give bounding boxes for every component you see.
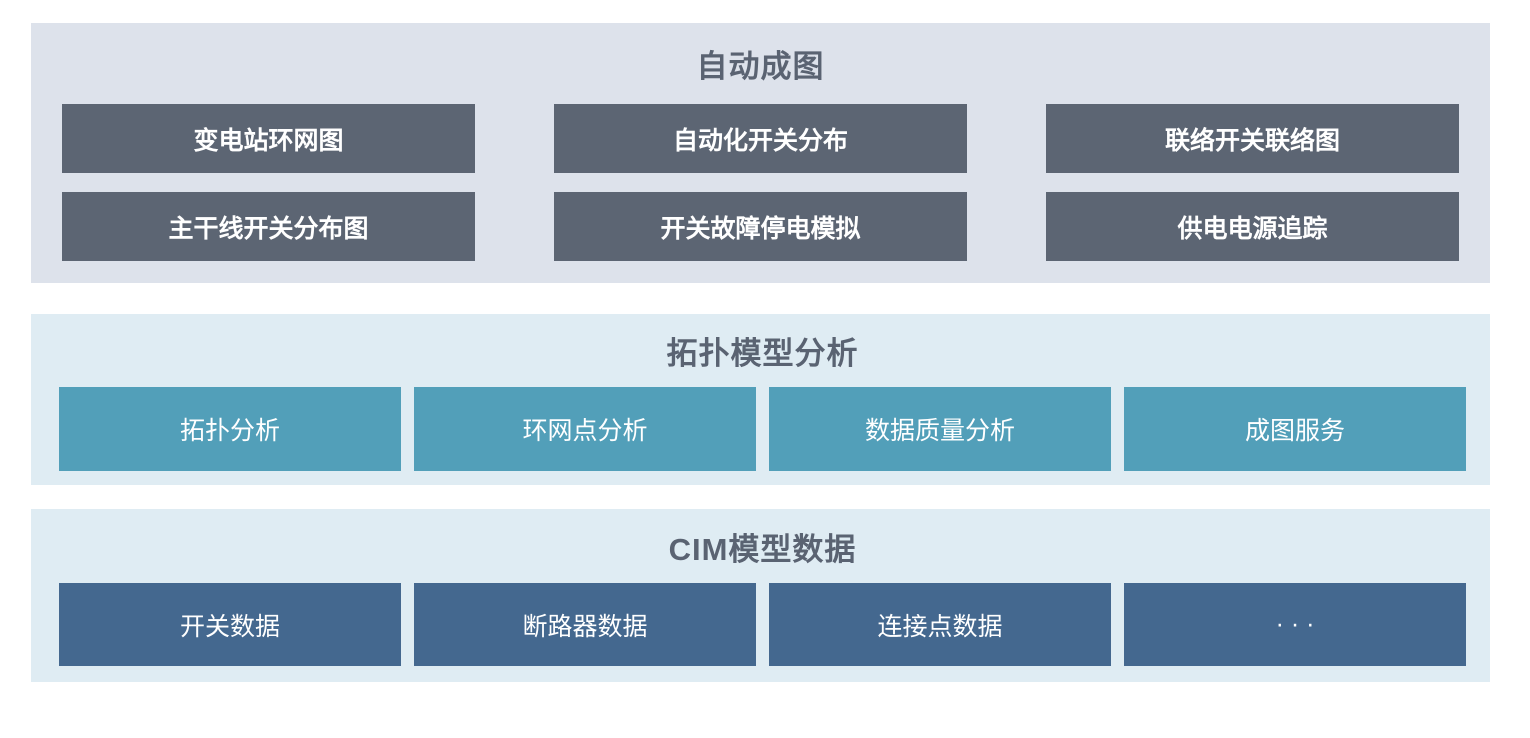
diagram-box-connection-point-data: 连接点数据 xyxy=(769,583,1111,666)
diagram-box-switch-fault-outage-simulation: 开关故障停电模拟 xyxy=(554,192,967,261)
section-topology-grid: 拓扑分析 环网点分析 数据质量分析 成图服务 xyxy=(59,387,1466,471)
section-topology-title: 拓扑模型分析 xyxy=(666,336,859,371)
diagram-box-substation-ring-map: 变电站环网图 xyxy=(62,104,475,173)
diagram-box-switch-data: 开关数据 xyxy=(59,583,401,666)
section-cim-grid: 开关数据 断路器数据 连接点数据 · · · xyxy=(59,583,1466,666)
section-auto-diagram-grid: 变电站环网图 自动化开关分布 联络开关联络图 主干线开关分布图 开关故障停电模拟… xyxy=(62,104,1459,261)
section-cim-title: CIM模型数据 xyxy=(668,531,857,567)
diagram-box-ellipsis: · · · xyxy=(1124,583,1466,666)
diagram-box-tie-switch-map: 联络开关联络图 xyxy=(1046,104,1459,173)
diagram-box-ring-point-analysis: 环网点分析 xyxy=(414,387,756,471)
diagram-box-data-quality-analysis: 数据质量分析 xyxy=(769,387,1111,471)
diagram-box-breaker-data: 断路器数据 xyxy=(414,583,756,666)
diagram-box-power-source-tracing: 供电电源追踪 xyxy=(1046,192,1459,261)
architecture-diagram: 自动成图 变电站环网图 自动化开关分布 联络开关联络图 主干线开关分布图 开关故… xyxy=(0,23,1530,738)
diagram-box-topology-analysis: 拓扑分析 xyxy=(59,387,401,471)
diagram-box-diagramming-service: 成图服务 xyxy=(1124,387,1466,471)
diagram-box-automated-switch-distribution: 自动化开关分布 xyxy=(554,104,967,173)
section-auto-diagram-title: 自动成图 xyxy=(696,49,825,84)
section-auto-diagram: 自动成图 变电站环网图 自动化开关分布 联络开关联络图 主干线开关分布图 开关故… xyxy=(31,23,1490,283)
section-cim-model-data: CIM模型数据 开关数据 断路器数据 连接点数据 · · · xyxy=(31,509,1490,682)
diagram-box-trunk-switch-distribution-map: 主干线开关分布图 xyxy=(62,192,475,261)
section-topology-model-analysis: 拓扑模型分析 拓扑分析 环网点分析 数据质量分析 成图服务 xyxy=(31,314,1490,485)
